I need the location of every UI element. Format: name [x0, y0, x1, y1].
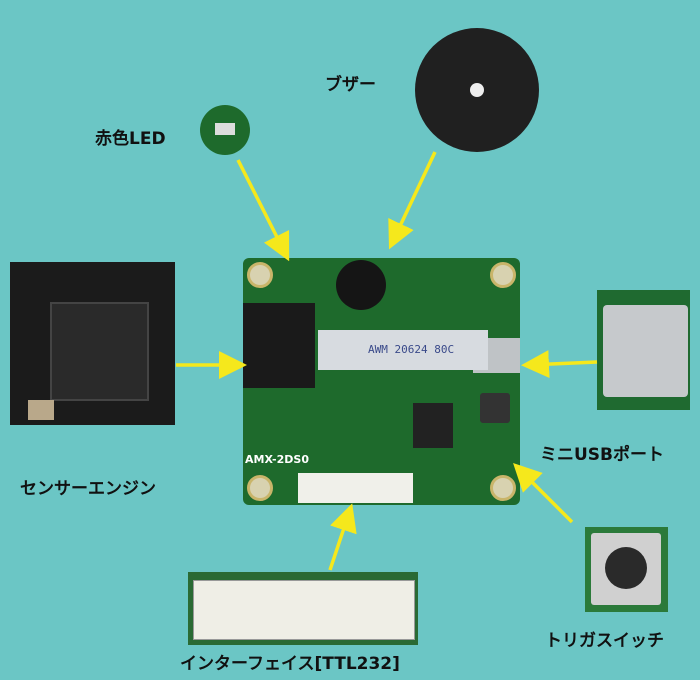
buzzer-part — [336, 260, 386, 310]
label-red-led: 赤色LED — [95, 129, 166, 149]
label-buzzer: ブザー — [325, 75, 376, 95]
label-sensor-engine: センサーエンジン — [20, 479, 156, 499]
switch-part — [480, 393, 510, 423]
mount-hole — [247, 262, 273, 288]
interface-connector-photo — [188, 572, 418, 645]
label-interface: インターフェイス[TTL232] — [180, 654, 400, 674]
mount-hole — [490, 262, 516, 288]
buzzer-photo — [415, 28, 539, 152]
label-mini-usb: ミニUSBポート — [540, 445, 665, 465]
arrow-interface — [328, 503, 357, 571]
pcb-board: AMX-2DS0 — [243, 258, 520, 505]
arrow-switch — [513, 463, 574, 524]
mount-hole — [247, 475, 273, 501]
regulator — [413, 403, 453, 448]
mini-usb-photo — [597, 290, 690, 410]
board-model: AMX-2DS0 — [245, 453, 309, 466]
cn8-connector — [298, 473, 413, 503]
ribbon-cable: AWM 20624 80C — [318, 330, 488, 370]
sensor-module — [243, 303, 315, 388]
arrow-usb — [521, 350, 598, 379]
label-trigger-switch: トリガスイッチ — [545, 631, 664, 651]
arrow-led — [236, 159, 290, 262]
arrow-buzzer — [388, 151, 437, 250]
trigger-switch-photo — [585, 527, 668, 612]
red-led-photo — [200, 105, 250, 155]
sensor-engine-photo — [10, 262, 175, 425]
